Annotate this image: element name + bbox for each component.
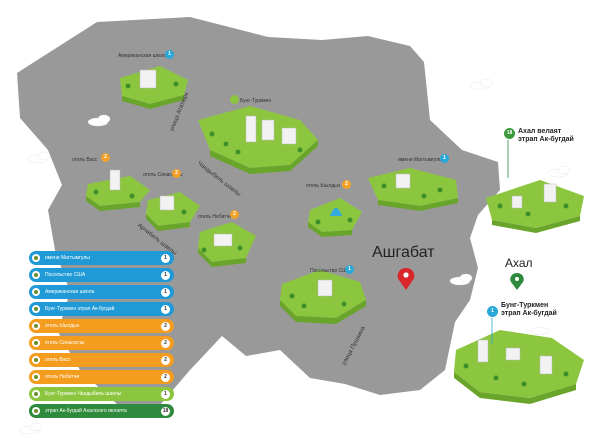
legend-bullet-icon [32, 407, 40, 415]
bt-callout-line2: этрап Ак-бугдай [501, 310, 557, 317]
place-pin-us-school[interactable]: 1 [165, 50, 174, 59]
legend-item-label: этрап Ак-бугдай Ахалского велаята [45, 408, 127, 414]
legend-item-label: отель Небитчи [45, 374, 80, 380]
legend-bullet-icon [32, 288, 40, 296]
legend-item-count: 1 [161, 270, 170, 280]
legend-item-count: 2 [161, 321, 170, 331]
legend-bullet-icon [32, 271, 40, 279]
fountain [330, 208, 342, 216]
bt-callout-line1: Бунг-Туркмен [501, 302, 549, 309]
place-label-usa-embassy: Посольство США [310, 268, 351, 274]
ahal-callout-line1: Ахал велаят [518, 128, 562, 135]
legend-bullet-icon [32, 305, 40, 313]
legend-item[interactable]: Американская школа 1 [29, 285, 174, 299]
legend-item[interactable]: Бунг-Туркмен этрап Ак-бугдай 1 [29, 302, 174, 316]
trees [93, 81, 569, 387]
legend-item[interactable]: имени Магтымгулы 1 [29, 251, 174, 265]
buildings [109, 69, 557, 375]
clouds [19, 78, 571, 435]
ahal-count-badge[interactable]: 18 [504, 128, 515, 139]
legend-item-count: 1 [161, 287, 170, 297]
legend-item-label: Посольство США [45, 272, 86, 278]
legend-bullet-icon [32, 339, 40, 347]
legend-item-count: 2 [161, 355, 170, 365]
legend-item-label: отель Синагатлы [45, 340, 85, 346]
legend-item[interactable]: Бунг-Туркмен Чандыбиль шаелы 1 [29, 387, 174, 401]
place-label-us-school: Американская школа [118, 53, 168, 59]
legend-item-label: Бунг-Туркмен Чандыбиль шаелы [45, 391, 122, 397]
legend-item[interactable]: этрап Ак-бугдай Ахалского велаята 18 [29, 404, 174, 418]
legend-item-label: Американская школа [45, 289, 95, 295]
legend-bullet-icon [32, 373, 40, 381]
place-pin-usa-embassy[interactable]: 1 [345, 265, 354, 274]
legend-item-label: имени Магтымгулы [45, 255, 90, 261]
legend-bullet-icon [32, 254, 40, 262]
place-label-magtymguly: имени Магтымгулы [398, 157, 443, 163]
region-location-pin [510, 273, 524, 290]
place-pin-nebitchi[interactable]: 2 [230, 210, 239, 219]
legend-item-label: отель Ыылдыз [45, 323, 80, 329]
legend-bullet-icon [32, 356, 40, 364]
place-label-yyldyz: отель Ыылдыз [306, 183, 341, 189]
legend-bullet-icon [32, 322, 40, 330]
city-name: Ашгабат [372, 244, 435, 261]
place-pin-vass[interactable]: 2 [101, 153, 110, 162]
legend: имени Магтымгулы 1 Посольство США 1 Америк… [29, 251, 174, 421]
place-pin-magtymguly[interactable]: 1 [440, 154, 449, 163]
place-pin-yyldyz[interactable]: 2 [342, 180, 351, 189]
ahal-callout-line2: этрап Ак-бугдай [518, 136, 574, 143]
legend-item-count: 2 [161, 372, 170, 382]
region-name: Ахал [505, 256, 533, 270]
city-location-pin [397, 268, 415, 290]
bt-count-badge[interactable]: 1 [487, 306, 498, 317]
legend-item-count: 1 [161, 304, 170, 314]
place-label-sinagatly: отель Синагатлы [143, 172, 183, 178]
legend-item-label: отель Васс [45, 357, 71, 363]
legend-item[interactable]: отель Небитчи 2 [29, 370, 174, 384]
legend-item-label: Бунг-Туркмен этрап Ак-бугдай [45, 306, 115, 312]
legend-item[interactable]: отель Васс 2 [29, 353, 174, 367]
legend-item-count: 18 [161, 406, 170, 416]
legend-item[interactable]: Посольство США 1 [29, 268, 174, 282]
legend-bullet-icon [32, 390, 40, 398]
place-label-bung: Бунг-Туркмен [240, 98, 272, 104]
legend-item-count: 1 [161, 253, 170, 263]
legend-item-count: 2 [161, 338, 170, 348]
place-label-vass: отель Васс [72, 157, 98, 163]
ahal-callout: Ахал велаят этрап Ак-бугдай [518, 128, 574, 144]
legend-item-count: 1 [161, 389, 170, 399]
place-label-nebitchi: отель Небитчи [198, 214, 233, 220]
legend-item[interactable]: отель Синагатлы 2 [29, 336, 174, 350]
legend-item[interactable]: отель Ыылдыз 2 [29, 319, 174, 333]
place-pin-sinagatly[interactable]: 2 [172, 169, 181, 178]
place-pin-bung[interactable] [230, 95, 239, 104]
bt-callout: Бунг-Туркмен этрап Ак-бугдай [501, 302, 557, 318]
